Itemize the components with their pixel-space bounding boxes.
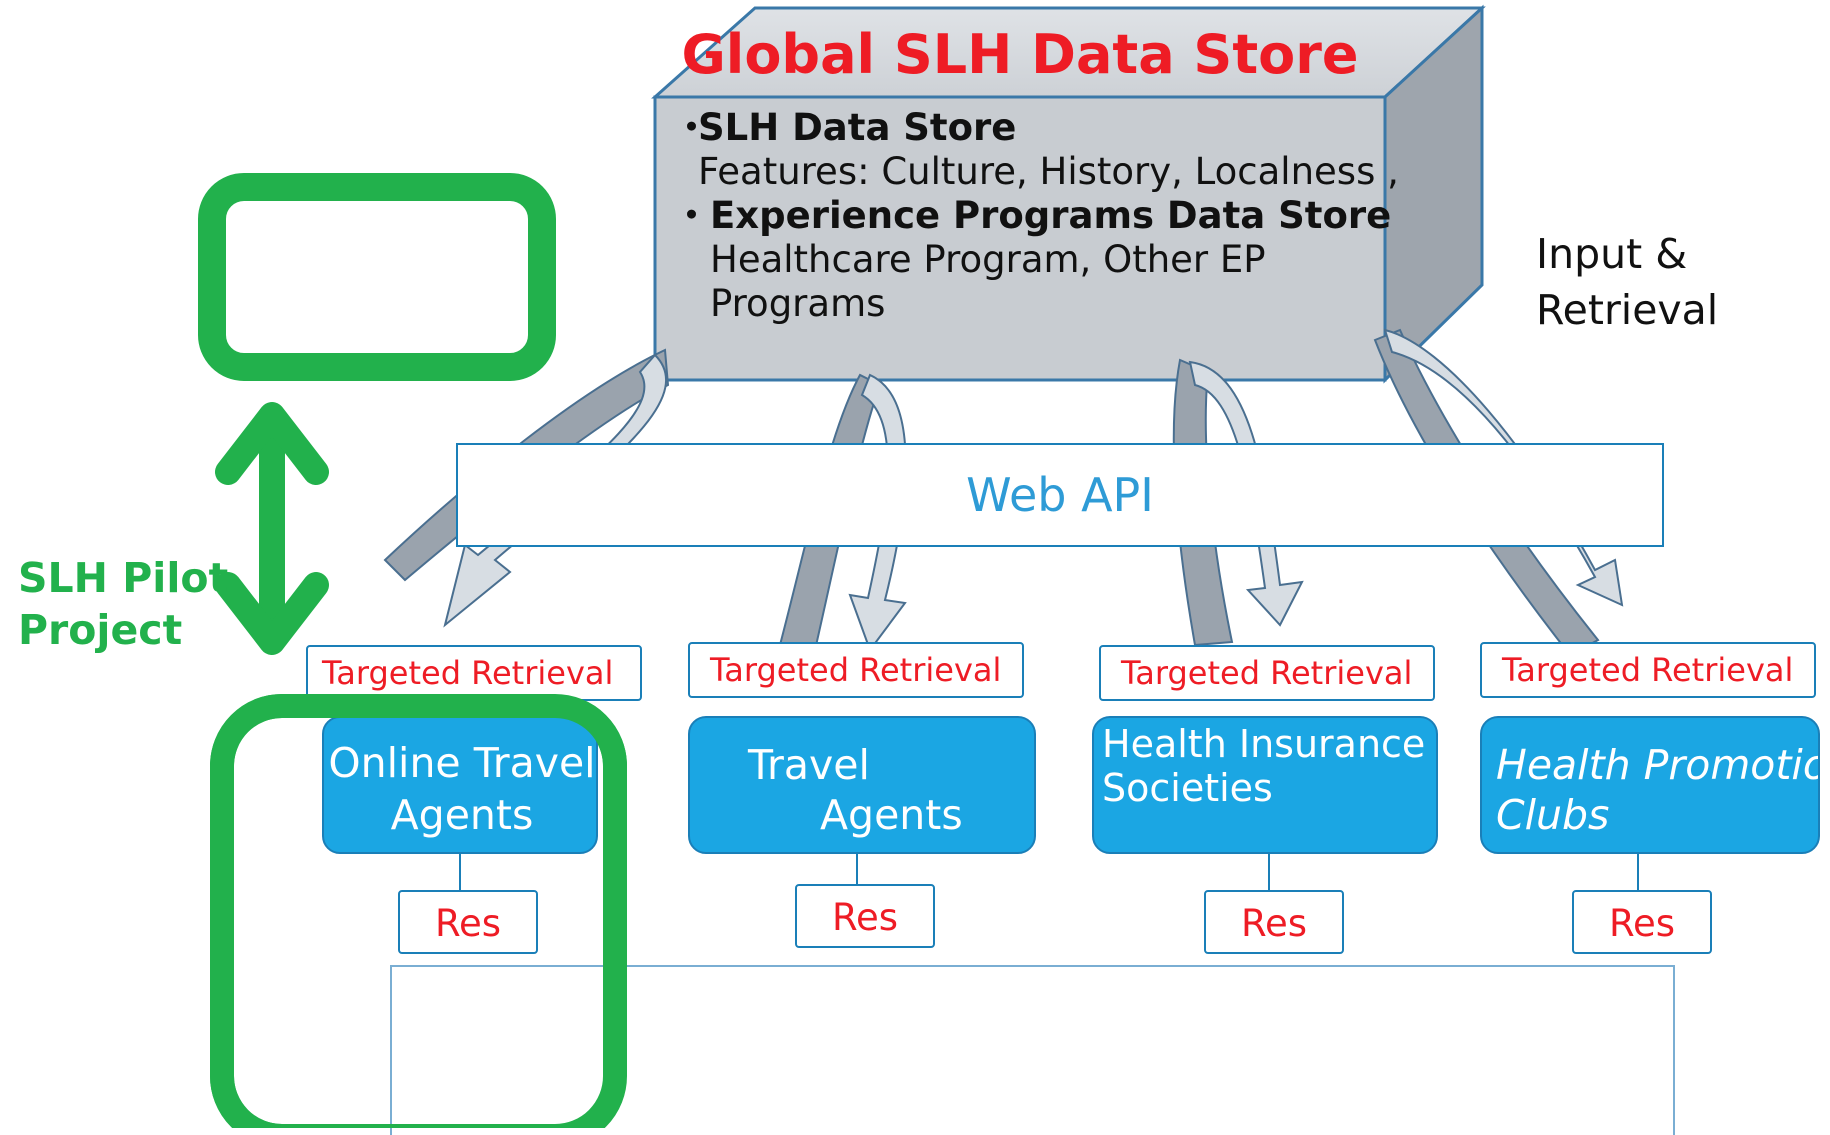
agent-box-online-travel: Online Travel Agents — [322, 716, 598, 854]
agent-label-3-line1: Health Insurance — [1102, 722, 1426, 766]
res-label-3: Res — [1240, 902, 1308, 945]
input-retrieval-line1: Input & — [1536, 230, 1688, 278]
pilot-target-box — [198, 173, 556, 381]
pilot-project-label: SLH Pilot Project — [18, 552, 248, 656]
arrow-retrieval-1 — [443, 353, 668, 628]
input-retrieval-line2: Retrieval — [1536, 286, 1719, 334]
res-box-1: Res — [398, 890, 538, 954]
agent-label-2-line2: Agents — [820, 791, 963, 839]
res-label-1: Res — [434, 902, 502, 945]
res-box-3: Res — [1204, 890, 1344, 954]
targeted-retrieval-label-2: Targeted Retrieval — [710, 651, 1002, 689]
web-api-label: Web API — [966, 468, 1154, 522]
data-store-front-face — [653, 95, 1387, 382]
targeted-retrieval-box-2: Targeted Retrieval — [688, 642, 1024, 698]
web-api-box — [456, 443, 1664, 547]
store-item2-heading: Experience Programs Data Store — [710, 194, 1392, 237]
pilot-label-line1: SLH Pilot — [18, 554, 229, 602]
targeted-retrieval-label-1: Targeted Retrieval — [322, 654, 614, 692]
data-store-title: Global SLH Data Store — [681, 23, 1359, 86]
res-box-4: Res — [1572, 890, 1712, 954]
phones-frame — [390, 965, 1675, 1135]
pilot-double-arrow — [215, 402, 329, 655]
connector-1 — [459, 854, 461, 890]
res-label-4: Res — [1608, 902, 1676, 945]
agent-label-3-line2: Societies — [1102, 766, 1273, 810]
connector-3 — [1268, 854, 1270, 890]
store-item2-detail-line1: Healthcare Program, Other EP — [710, 238, 1266, 281]
data-store-box — [651, 4, 1486, 384]
agent-box-health-promotion: Health Promotion Clubs — [1480, 716, 1820, 854]
targeted-retrieval-label-3: Targeted Retrieval — [1121, 654, 1413, 692]
agent-label-1-line1: Online Travel — [328, 739, 596, 787]
input-retrieval-label: Input & Retrieval — [1536, 226, 1796, 338]
res-label-2: Res — [831, 896, 899, 939]
targeted-retrieval-box-3: Targeted Retrieval — [1099, 645, 1435, 701]
store-item1-detail: Features: Culture, History, Localness , — [698, 150, 1399, 193]
connector-2 — [856, 854, 858, 884]
agent-label-4-line2: Clubs — [1496, 791, 1610, 839]
pilot-label-line2: Project — [18, 606, 183, 654]
connector-4 — [1637, 854, 1639, 890]
res-box-2: Res — [795, 884, 935, 948]
store-item1-heading: SLH Data Store — [698, 106, 1017, 149]
arrow-retrieval-4 — [1383, 328, 1624, 607]
agent-box-health-insurance: Health Insurance Societies — [1092, 716, 1438, 854]
agent-box-travel-agents: Travel Agents — [688, 716, 1036, 854]
targeted-retrieval-box-1: Targeted Retrieval — [306, 645, 642, 701]
agent-label-4-line1: Health Promotion — [1496, 741, 1820, 789]
store-item2-detail-line2: Programs — [710, 282, 886, 325]
agent-label-1-line2: Agents — [390, 791, 534, 839]
targeted-retrieval-label-4: Targeted Retrieval — [1502, 651, 1794, 689]
agent-label-2-line1: Travel — [748, 741, 870, 789]
arrow-retrieval-3 — [1188, 360, 1304, 627]
store-item2-bullet: ・ — [673, 194, 710, 237]
store-item1-bullet: ・ — [673, 106, 710, 149]
targeted-retrieval-box-4: Targeted Retrieval — [1480, 642, 1816, 698]
